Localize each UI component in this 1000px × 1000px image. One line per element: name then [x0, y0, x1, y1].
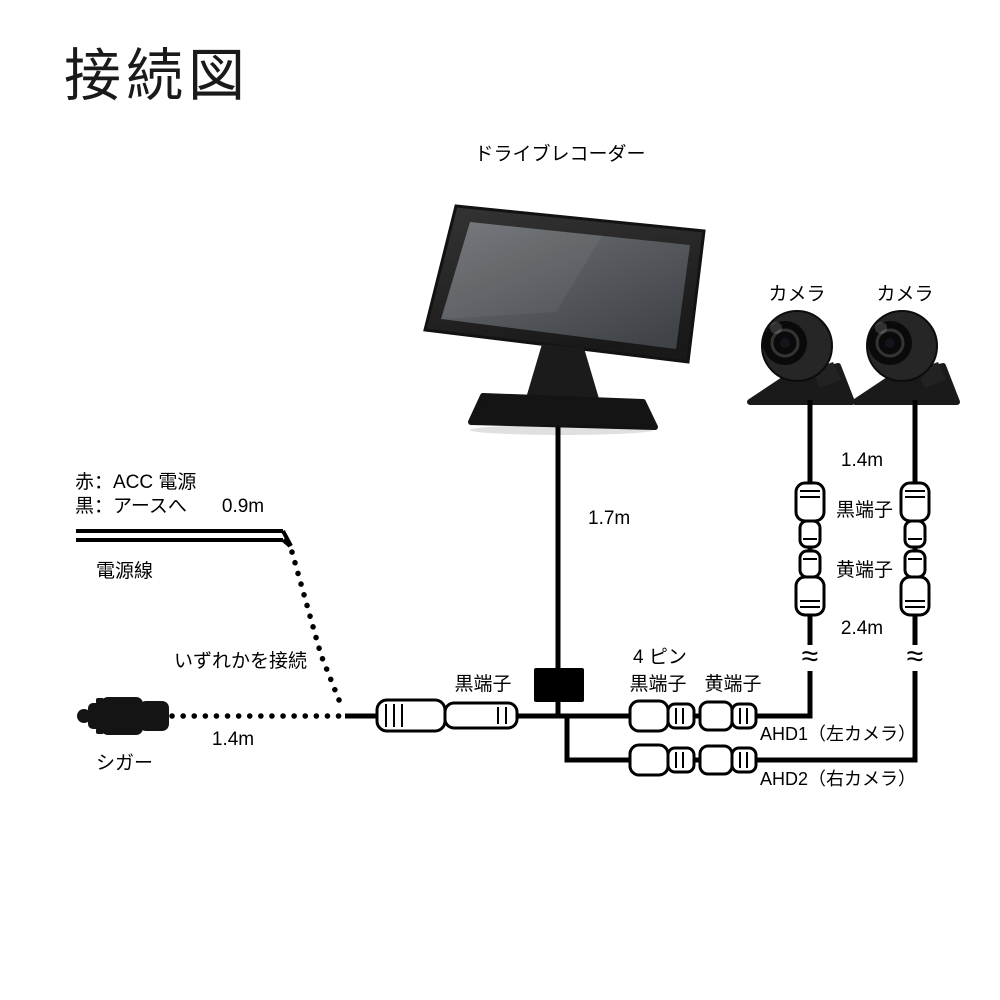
cable-break-symbol-left: ≈	[802, 640, 818, 673]
drive-recorder-image	[423, 204, 706, 435]
cigar-plug-image	[77, 697, 169, 735]
monitor-stand-base	[468, 393, 658, 430]
camera-cable-length-upper-label: 1.4m	[841, 450, 883, 471]
ahd2-connectors	[628, 743, 758, 777]
stand-shadow	[470, 425, 654, 435]
cigar-label: シガー	[96, 752, 153, 774]
camera-right-label: カメラ	[876, 284, 933, 305]
junction-box	[534, 668, 584, 702]
camera-black-terminal-label: 黒端子	[836, 499, 893, 521]
ahd2-label: AHD2（右カメラ）	[760, 769, 916, 789]
ground-note: 黒：アースへ	[75, 496, 187, 517]
monitor-stand-neck	[526, 344, 600, 402]
camera-left-label: カメラ	[768, 284, 825, 305]
screen-reflection	[441, 222, 602, 319]
camera-cable-length-lower-label: 2.4m	[841, 618, 883, 639]
monitor-cable-length-label: 1.7m	[588, 508, 630, 529]
power-wire-joint	[281, 530, 293, 548]
av-black-terminal-label: 黒端子	[629, 673, 686, 695]
four-pin-label: 4 ピン	[633, 647, 687, 668]
ahd1-connectors	[628, 699, 758, 733]
power-cable-length-label: 0.9m	[222, 496, 264, 517]
ahd1-label: AHD1（左カメラ）	[760, 724, 916, 744]
power-dotted-wire	[289, 549, 346, 713]
monitor-screen	[441, 222, 690, 349]
power-connector	[375, 698, 519, 733]
page-title: 接続図	[64, 43, 250, 109]
av-yellow-terminal-label: 黄端子	[704, 673, 761, 695]
cigar-cable-length-label: 1.4m	[212, 729, 254, 750]
acc-power-note: 赤：ACC 電源	[75, 471, 196, 493]
camera-yellow-terminal-label: 黄端子	[836, 559, 893, 581]
cable-break-symbol-right: ≈	[907, 640, 923, 673]
connect-either-note: いずれかを接続	[174, 650, 307, 672]
power-black-terminal-label: 黒端子	[454, 673, 511, 695]
power-line-label: 電源線	[96, 560, 153, 582]
recorder-label: ドライブレコーダー	[474, 142, 645, 165]
